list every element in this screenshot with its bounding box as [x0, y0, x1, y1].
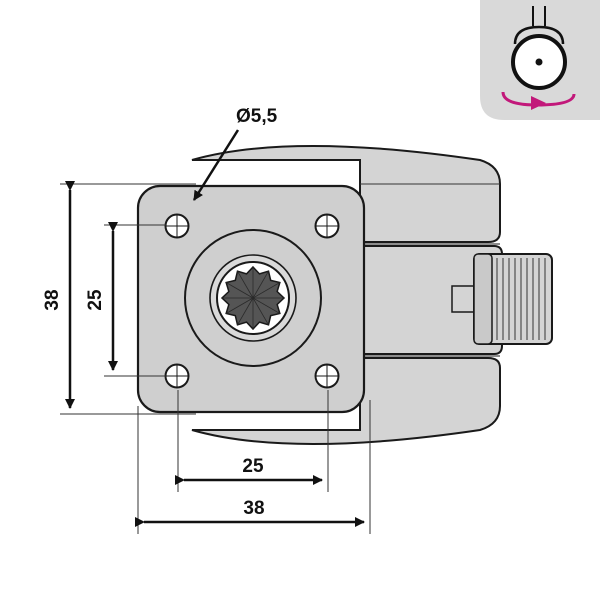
knob-stem: [451, 285, 477, 313]
spline-ray: [237, 270, 254, 299]
hole-diameter-leader: [192, 129, 240, 201]
spline-ray: [252, 297, 269, 326]
icon-wheel-hub: [535, 58, 543, 66]
knob-collar: [473, 253, 493, 345]
spline-ray: [225, 297, 254, 314]
spline-ray: [225, 282, 254, 299]
mounting-holes: [164, 213, 340, 389]
lock-knob: [451, 253, 553, 345]
label-outer-width: 38: [243, 498, 264, 519]
spline-ray: [252, 297, 281, 314]
body-top-section: [191, 145, 501, 243]
spline-ray: [237, 297, 254, 326]
hole-top-right: [314, 213, 340, 239]
rotation-arrow-head-icon: [531, 96, 546, 110]
spline-ray: [252, 270, 269, 299]
knob-ribs: [496, 258, 546, 340]
label-inner-height: 25: [85, 289, 106, 311]
label-outer-height: 38: [42, 289, 63, 310]
label-inner-width: 25: [242, 456, 264, 477]
hole-bottom-right: [314, 363, 340, 389]
rotation-direction-icon: [480, 0, 600, 120]
spline-gear-icon: [220, 265, 286, 331]
icon-fork: [513, 25, 565, 45]
body-middle-section: [359, 245, 503, 355]
lock-body: [191, 145, 503, 445]
hole-top-left: [164, 213, 190, 239]
mounting-plate: [136, 184, 366, 414]
label-hole-diameter: Ø5,5: [236, 106, 278, 127]
spline-ray: [252, 282, 281, 299]
hole-bottom-left: [164, 363, 190, 389]
body-bottom-section: [191, 357, 501, 445]
